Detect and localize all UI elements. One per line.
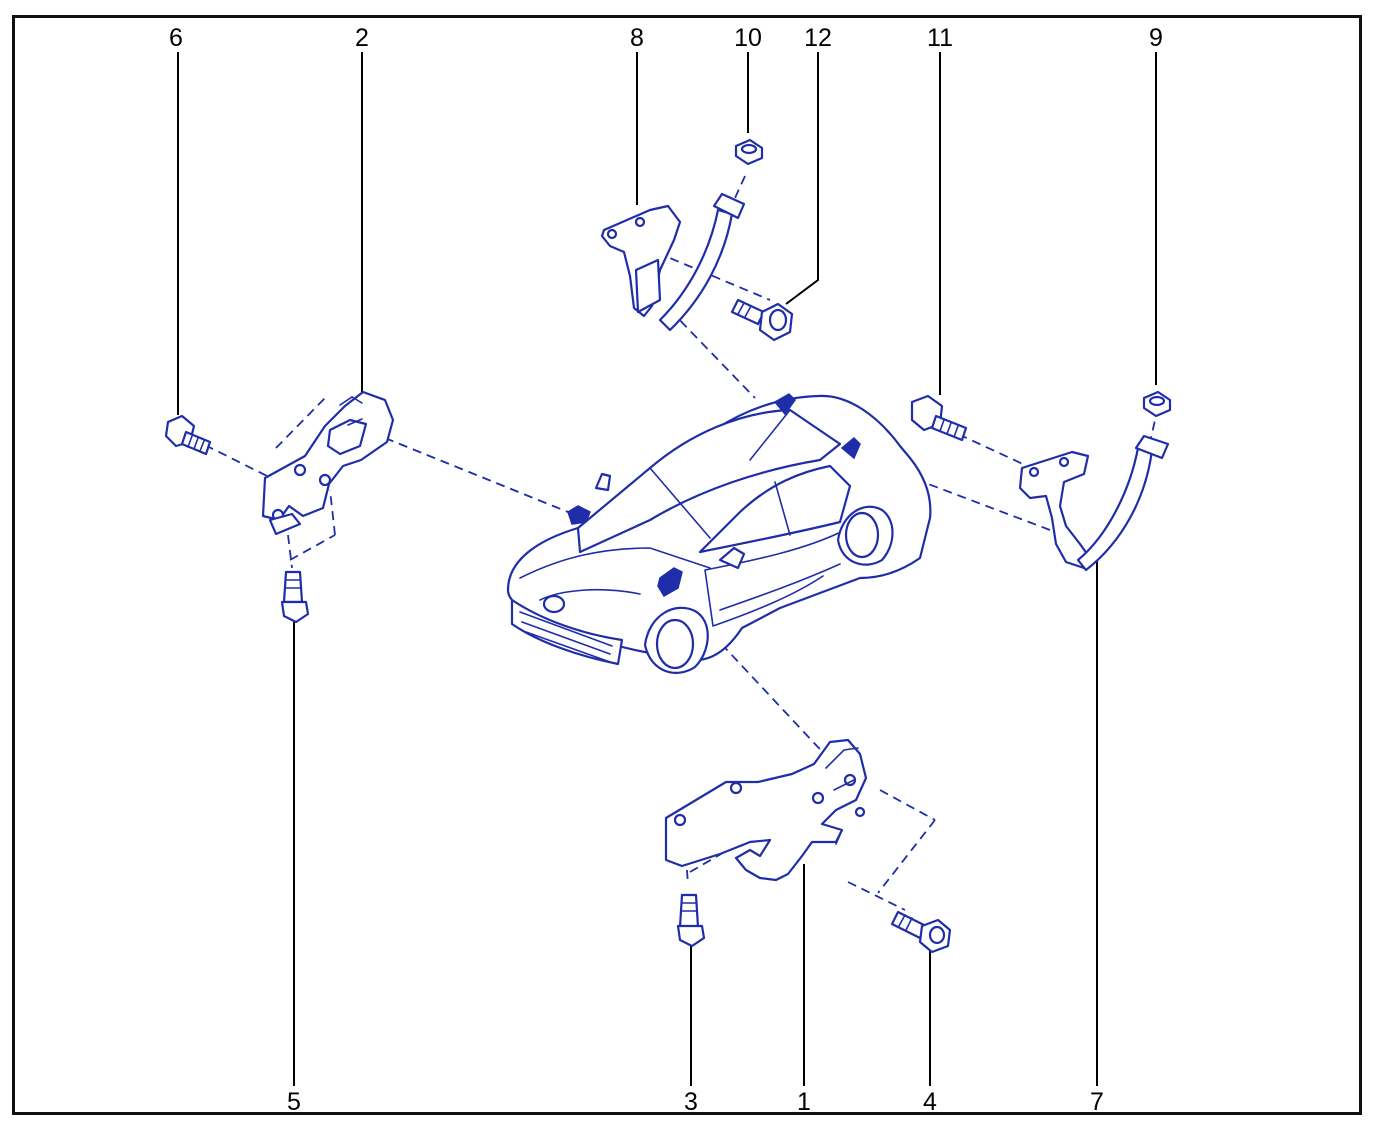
- callout-3: 3: [684, 1088, 698, 1116]
- bolt-3: [676, 893, 706, 948]
- nut-9: [1142, 390, 1172, 418]
- callout-8: 8: [630, 24, 644, 52]
- hinge-mount-front-right: [657, 567, 683, 598]
- bolt-4: [890, 910, 952, 954]
- callout-6: 6: [169, 24, 183, 52]
- hinge-mount-rear-left: [773, 393, 796, 416]
- hinge-mount-front-left: [567, 505, 591, 525]
- callout-2: 2: [355, 24, 369, 52]
- callout-11: 11: [927, 24, 953, 52]
- callout-1: 1: [797, 1088, 811, 1116]
- bolt-11: [910, 394, 968, 442]
- callout-5: 5: [287, 1088, 301, 1116]
- nut-10: [734, 138, 764, 166]
- callout-12: 12: [804, 24, 832, 52]
- tailgate-hinge-8: [600, 192, 746, 332]
- callout-10: 10: [734, 24, 762, 52]
- bolt-12: [730, 298, 794, 342]
- bolt-6: [164, 414, 212, 456]
- leader-lines: [177, 52, 1157, 1086]
- callout-9: 9: [1149, 24, 1163, 52]
- bolt-5: [280, 570, 310, 624]
- hood-hinge-left-2: [261, 390, 395, 536]
- callout-4: 4: [923, 1088, 937, 1116]
- hood-hinge-right-1: [664, 738, 868, 882]
- callout-7: 7: [1090, 1088, 1104, 1116]
- hinge-mount-rear-right: [840, 436, 861, 460]
- car-body: [506, 393, 932, 674]
- tailgate-hinge-7: [1018, 434, 1170, 572]
